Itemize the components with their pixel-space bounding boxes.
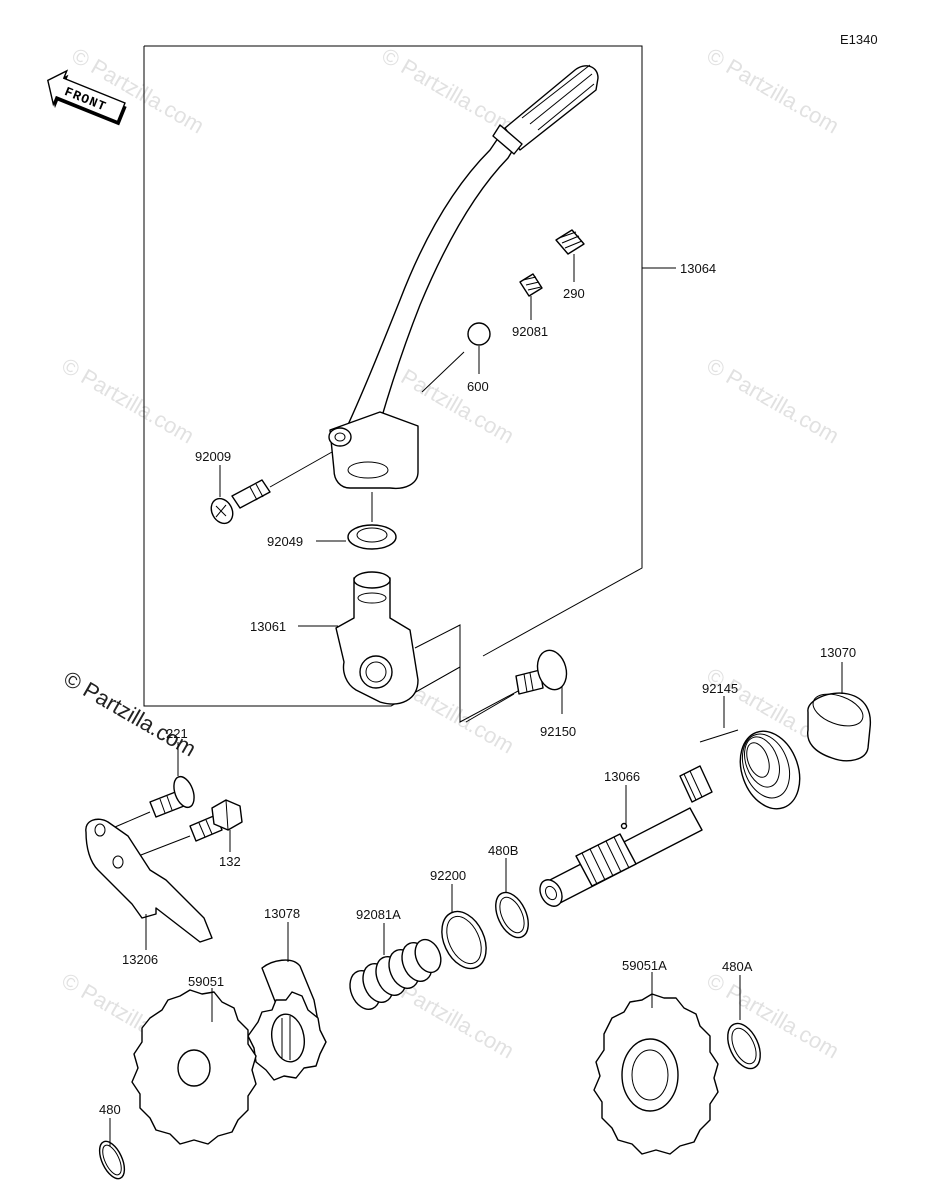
washer-92049 bbox=[347, 524, 397, 550]
part-label-13066: 13066 bbox=[604, 769, 640, 784]
bolt-132 bbox=[189, 799, 243, 842]
part-label-92150: 92150 bbox=[540, 724, 576, 739]
washer-92200 bbox=[441, 910, 487, 970]
part-label-480: 480 bbox=[99, 1102, 121, 1117]
part-label-92145: 92145 bbox=[702, 681, 738, 696]
bolt-221 bbox=[149, 775, 195, 818]
part-label-480A: 480A bbox=[722, 959, 753, 974]
part-label-92081: 92081 bbox=[512, 324, 548, 339]
watermark: © Partzilla.com bbox=[703, 353, 844, 449]
ball-600 bbox=[467, 322, 491, 346]
part-label-92200: 92200 bbox=[430, 868, 466, 883]
part-label-59051: 59051 bbox=[188, 974, 224, 989]
spring-92081 bbox=[519, 273, 543, 297]
leader-600-arrow bbox=[421, 351, 465, 393]
watermark: © Partzilla.com bbox=[378, 43, 519, 139]
part-label-221: 221 bbox=[166, 726, 188, 741]
part-label-92049: 92049 bbox=[267, 534, 303, 549]
leader-92009-axis bbox=[269, 451, 333, 488]
assembly-break-line bbox=[390, 666, 521, 723]
circlip-480A bbox=[727, 1022, 761, 1070]
gear-59051 bbox=[131, 989, 257, 1145]
bolt-92150 bbox=[515, 649, 568, 695]
collar-13070 bbox=[807, 692, 872, 762]
part-label-290: 290 bbox=[563, 286, 585, 301]
circlip-480B bbox=[495, 891, 529, 939]
kick-shaft-lever-13061 bbox=[335, 571, 419, 705]
kick-shaft-13066 bbox=[539, 765, 713, 907]
part-label-13078: 13078 bbox=[264, 906, 300, 921]
watermark: © Partzilla.com bbox=[703, 43, 844, 139]
front-arrow-icon: FRONT bbox=[47, 69, 127, 126]
set-screw-290 bbox=[555, 229, 585, 255]
part-label-480B: 480B bbox=[488, 843, 518, 858]
part-label-13206: 13206 bbox=[122, 952, 158, 967]
part-label-13070: 13070 bbox=[820, 645, 856, 660]
part-label-132: 132 bbox=[219, 854, 241, 869]
part-label-59051A: 59051A bbox=[622, 958, 667, 973]
watermark: © Partzilla.com bbox=[703, 968, 844, 1064]
circlip-480 bbox=[98, 1140, 126, 1180]
ratchet-13078 bbox=[247, 959, 327, 1081]
part-label-92081A: 92081A bbox=[356, 907, 401, 922]
stopper-bracket-13206 bbox=[85, 818, 213, 943]
bolt-92009 bbox=[210, 479, 271, 525]
gear-59051A bbox=[593, 993, 719, 1155]
figure-code: E1340 bbox=[840, 32, 878, 47]
leader-92150-axis bbox=[465, 693, 515, 723]
watermark-prominent: © Partzilla.com bbox=[60, 666, 201, 762]
torsion-spring-92145 bbox=[699, 729, 801, 810]
part-label-92009: 92009 bbox=[195, 449, 231, 464]
part-label-600: 600 bbox=[467, 379, 489, 394]
part-label-13061: 13061 bbox=[250, 619, 286, 634]
kick-pedal-arm bbox=[328, 64, 599, 490]
watermark: © Partzilla.com bbox=[58, 353, 199, 449]
part-label-13064: 13064 bbox=[680, 261, 716, 276]
coil-spring-92081A bbox=[349, 938, 442, 1010]
